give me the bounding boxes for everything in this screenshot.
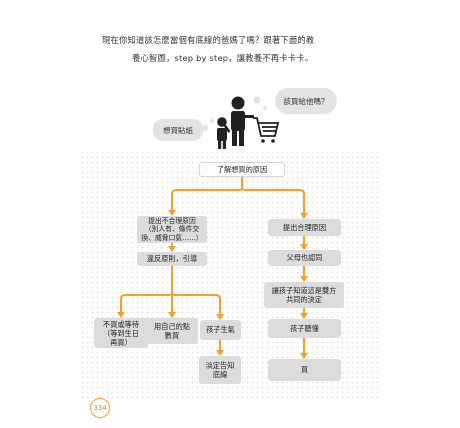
intro-text: 現在你知道該怎麼當個有底線的爸媽了嗎？跟著下面的教 養心智圖，step by s… [102,31,372,67]
flow-right-child-understands: 孩子聽懂 [268,319,341,338]
thought-dot-left-1 [202,125,208,131]
connector-left-branch-1 [120,289,173,317]
flow-right-buy: 買 [268,359,341,381]
flow-root-box: 了解想買的原因 [199,162,285,177]
arrow-left-1 [168,210,176,216]
flow-option-no-buy-or-wait: 不買或等待 （等到生日 再買） [94,318,148,348]
arrow-left-branch-2 [168,312,176,318]
arrowheads [117,210,308,359]
cart-wheel-icon [261,139,265,143]
arrow-right-3 [300,276,308,282]
arrow-right-1 [300,213,308,219]
flow-left-unreasonable-reason: 提出不合理原因 （別人有、條件交 換、威脅口氣……） [137,216,207,243]
arrow-left-branch-3 [216,314,224,320]
arrow-right-4 [300,313,308,319]
flow-right-reasonable-reason: 提出合理原因 [268,219,341,236]
child-thought-bubble: 想買貼紙 [153,119,203,141]
thought-dot-left-2 [210,119,214,123]
arrow-left-branch-1 [117,312,125,318]
flow-option-use-own-points: 用自己的點 數買 [146,318,198,344]
connector-root-left [171,176,243,213]
flow-right-parents-agree: 父母也認同 [268,250,341,266]
connector-root-right [241,186,305,217]
flow-left-state-bottom-line: 淡定告知 底線 [199,356,241,384]
flow-connectors [120,176,305,357]
intro-line-1: 現在你知道該怎麼當個有底線的爸媽了嗎？跟著下面的教 [102,35,315,45]
thought-dot-right-1 [253,96,261,104]
shopping-cart-icon [253,117,280,137]
page-number: 334 [90,398,110,418]
flow-option-child-angry: 孩子生氣 [200,320,241,340]
arrow-right-final [300,353,308,359]
arrow-right-2 [300,244,308,250]
arrow-left-final [216,350,224,356]
connector-left-branch-3 [171,291,221,319]
thought-dot-right-2 [263,106,267,110]
parent-figure-icon [231,96,254,146]
child-figure-icon [217,117,231,149]
flow-left-violates-principle: 違反原則，引導 [137,252,207,266]
flow-right-joint-decision: 讓孩子知道這是雙方 共同的決定 [264,282,344,308]
intro-line-2: 養心智圖，step by step，讓教養不再卡卡卡。 [132,53,314,63]
parent-thought-bubble: 該買給他嗎？ [275,88,337,114]
cart-wheel-icon [271,139,275,143]
arrow-left-2 [168,246,176,252]
